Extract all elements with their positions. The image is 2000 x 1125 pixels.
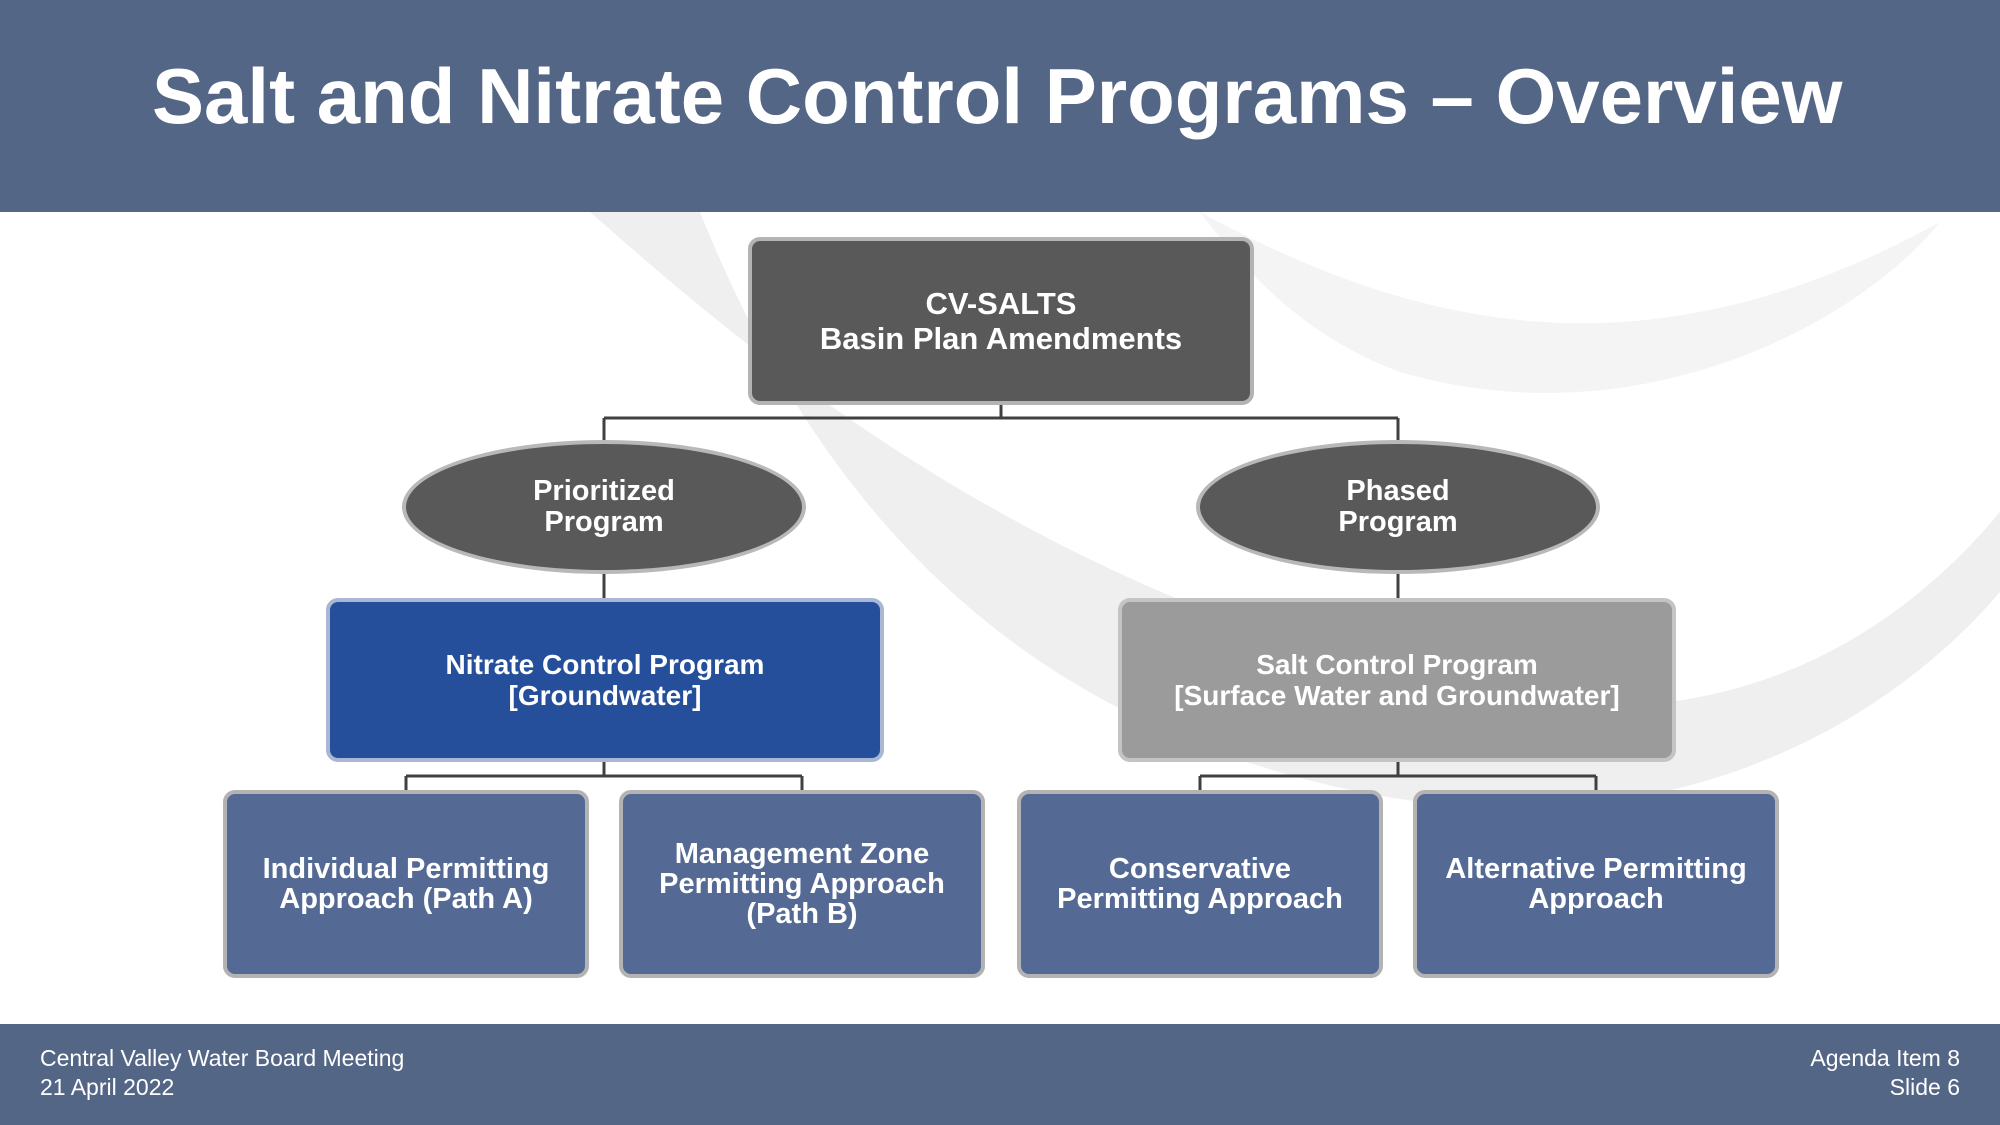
nitrate-control-program-node: Nitrate Control Program [Groundwater] [326,598,884,762]
slide-number: Slide 6 [1889,1074,1960,1100]
phased-program-label: Phased Program [1338,475,1458,538]
phased-program-node: Phased Program [1196,440,1600,574]
salt-control-program-label: Salt Control Program [Surface Water and … [1174,649,1620,711]
agenda-item: Agenda Item 8 [1810,1045,1960,1071]
conservative-permitting-label: Conservative Permitting Approach [1057,853,1343,915]
meeting-name: Central Valley Water Board Meeting [40,1045,405,1071]
root-connector [602,405,1400,440]
salt-connector [1198,762,1598,790]
slide-title: Salt and Nitrate Control Programs – Over… [152,52,1843,140]
cv-salts-label: CV-SALTS Basin Plan Amendments [819,286,1183,356]
management-zone-permitting-label: Management Zone Permitting Approach (Pat… [659,838,945,930]
salt-control-program-node: Salt Control Program [Surface Water and … [1118,598,1676,762]
individual-permitting-label: Individual Permitting Approach (Path A) [262,853,550,915]
prioritized-program-node: Prioritized Program [402,440,806,574]
individual-permitting-node: Individual Permitting Approach (Path A) [223,790,589,978]
alternative-permitting-label: Alternative Permitting Approach [1445,853,1747,915]
management-zone-permitting-node: Management Zone Permitting Approach (Pat… [619,790,985,978]
prioritized-program-label: Prioritized Program [533,475,675,538]
meeting-date: 21 April 2022 [40,1074,175,1100]
cv-salts-node: CV-SALTS Basin Plan Amendments [748,237,1254,405]
alternative-permitting-node: Alternative Permitting Approach [1413,790,1779,978]
footer-meeting-info: Central Valley Water Board Meeting 21 Ap… [40,1044,404,1102]
nitrate-connector [404,762,804,790]
conservative-permitting-node: Conservative Permitting Approach [1017,790,1383,978]
nitrate-control-program-label: Nitrate Control Program [Groundwater] [445,649,765,711]
header-bar: Salt and Nitrate Control Programs – Over… [0,0,2000,212]
footer-bar: Central Valley Water Board Meeting 21 Ap… [0,1024,2000,1125]
footer-slide-info: Agenda Item 8 Slide 6 [1810,1044,1960,1102]
